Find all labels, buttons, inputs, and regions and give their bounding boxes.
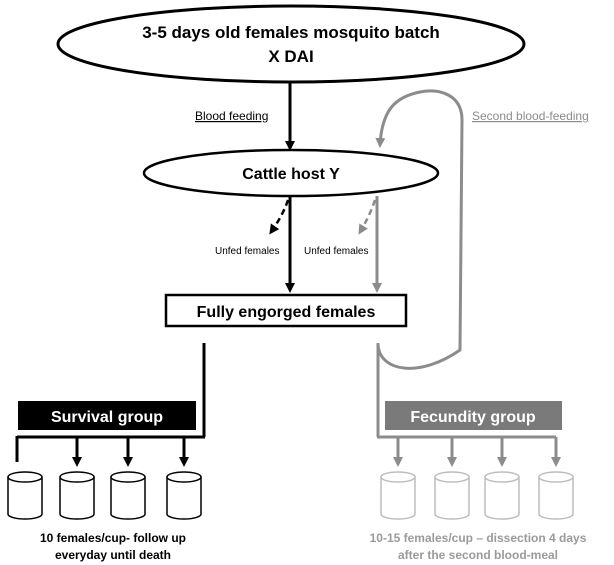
mosquito-batch-line1: 3-5 days old females mosquito batch bbox=[142, 23, 440, 42]
unfed-arrow-left bbox=[269, 199, 290, 235]
second-blood-feeding-loop bbox=[375, 89, 464, 370]
survival-cup-1 bbox=[7, 471, 43, 520]
fecundity-caption-line1: 10-15 females/cup – dissection 4 days bbox=[370, 531, 587, 545]
second-blood-feeding-label: Second blood-feeding bbox=[472, 109, 589, 123]
survival-cup-2 bbox=[59, 471, 95, 520]
survival-group-title: Survival group bbox=[51, 409, 163, 426]
fecundity-cup-1 bbox=[380, 471, 416, 520]
cattle-host-node: Cattle host Y bbox=[142, 148, 440, 198]
survival-group-box: Survival group bbox=[18, 401, 196, 430]
fully-engorged-label: Fully engorged females bbox=[197, 304, 376, 321]
survival-branch bbox=[15, 343, 206, 462]
fecundity-cup-2 bbox=[434, 471, 470, 520]
survival-cup-4 bbox=[166, 471, 202, 520]
fully-engorged-node: Fully engorged females bbox=[164, 293, 408, 328]
blood-feeding-label: Blood feeding bbox=[195, 109, 268, 123]
unfed-arrow-right bbox=[358, 199, 377, 235]
fecundity-cup-3 bbox=[484, 471, 520, 520]
mosquito-batch-line2: X DAI bbox=[268, 47, 313, 66]
fecundity-caption-line2: after the second blood-meal bbox=[398, 548, 558, 562]
unfed-label-left: Unfed females bbox=[215, 246, 279, 257]
fecundity-group-title: Fecundity group bbox=[410, 409, 536, 426]
unfed-label-right: Unfed females bbox=[304, 246, 368, 257]
mosquito-batch-node: 3-5 days old females mosquito batch X DA… bbox=[56, 4, 526, 84]
survival-caption-line1: 10 females/cup- follow up bbox=[40, 531, 186, 545]
survival-cup-3 bbox=[110, 471, 146, 520]
fecundity-group-box: Fecundity group bbox=[385, 401, 562, 430]
survival-caption-line2: everyday until death bbox=[55, 548, 171, 562]
fecundity-cup-4 bbox=[538, 471, 574, 520]
cattle-host-label: Cattle host Y bbox=[242, 166, 340, 183]
fecundity-branch bbox=[376, 343, 556, 439]
